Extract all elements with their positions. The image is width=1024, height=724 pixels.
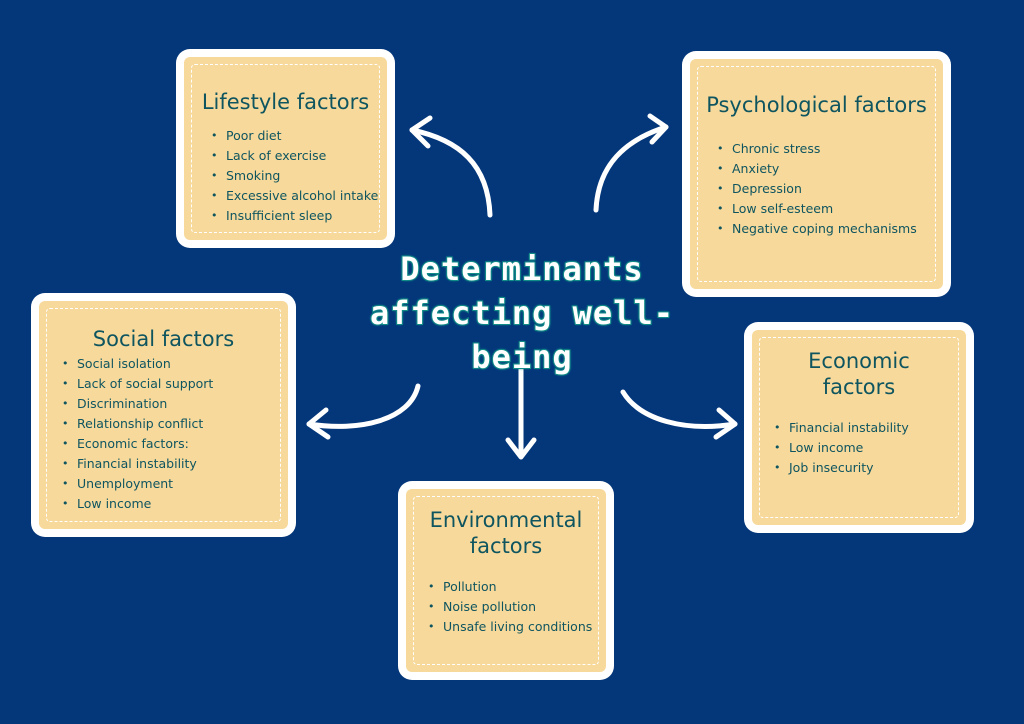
list-item: Economic factors:: [57, 434, 280, 454]
economic-factors-title: Economic factors: [808, 349, 910, 399]
list-item: Relationship conflict: [57, 414, 280, 434]
list-item: Smoking: [206, 166, 379, 186]
list-item: Noise pollution: [423, 597, 598, 617]
psychological-factors-list: Chronic stress Anxiety Depression Low se…: [712, 139, 935, 239]
list-item: Insufficient sleep: [206, 206, 379, 226]
social-factors-list: Social isolation Lack of social support …: [57, 354, 280, 514]
social-factors-title: Social factors: [92, 327, 235, 351]
list-item: Low self-esteem: [712, 199, 935, 219]
list-item: Anxiety: [712, 159, 935, 179]
arrow-to-economic: [620, 389, 738, 440]
list-item: Unemployment: [57, 474, 280, 494]
list-item: Social isolation: [57, 354, 280, 374]
list-item: Negative coping mechanisms: [712, 219, 935, 239]
list-item: Low income: [769, 438, 958, 458]
lifestyle-factors-list: Poor diet Lack of exercise Smoking Exces…: [206, 126, 379, 226]
list-item: Financial instability: [769, 418, 958, 438]
arrow-to-environmental: [505, 363, 537, 460]
environmental-factors-list: Pollution Noise pollution Unsafe living …: [423, 577, 598, 637]
social-factors-card: Social factors Social isolation Lack of …: [31, 293, 296, 537]
list-item: Poor diet: [206, 126, 379, 146]
list-item: Pollution: [423, 577, 598, 597]
arrow-to-social: [306, 383, 421, 440]
lifestyle-factors-card: Lifestyle factors Poor diet Lack of exer…: [176, 49, 395, 248]
list-item: Chronic stress: [712, 139, 935, 159]
environmental-factors-title: Environmental factors: [429, 508, 583, 558]
list-item: Job insecurity: [769, 458, 958, 478]
list-item: Lack of exercise: [206, 146, 379, 166]
economic-factors-card: Economic factors Financial instability L…: [744, 322, 974, 533]
list-item: Unsafe living conditions: [423, 617, 598, 637]
psychological-factors-title: Psychological factors: [706, 93, 927, 117]
list-item: Low income: [57, 494, 280, 514]
arrow-to-lifestyle: [409, 115, 493, 218]
list-item: Discrimination: [57, 394, 280, 414]
economic-factors-list: Financial instability Low income Job ins…: [769, 418, 958, 478]
list-item: Depression: [712, 179, 935, 199]
environmental-factors-card: Environmental factors Pollution Noise po…: [398, 481, 614, 680]
diagram-title: Determinants affecting well-being: [369, 249, 674, 377]
list-item: Excessive alcohol intake: [206, 186, 379, 206]
psychological-factors-card: Psychological factors Chronic stress Anx…: [682, 51, 951, 297]
lifestyle-factors-title: Lifestyle factors: [201, 90, 370, 114]
list-item: Lack of social support: [57, 374, 280, 394]
arrow-to-psychological: [593, 113, 669, 213]
list-item: Financial instability: [57, 454, 280, 474]
